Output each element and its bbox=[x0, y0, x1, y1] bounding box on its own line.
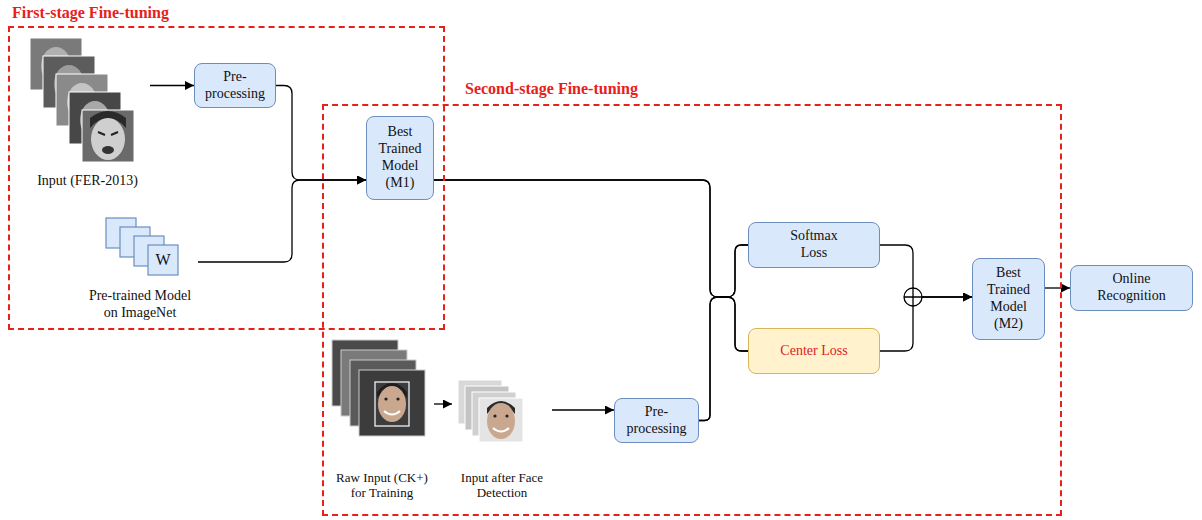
process-box: Softmax Loss bbox=[748, 222, 880, 268]
box-label: Softmax Loss bbox=[779, 228, 849, 262]
ck-image-stack bbox=[332, 340, 425, 436]
box-label: Pre-processing bbox=[620, 404, 694, 438]
image-caption: Input after Face Detection bbox=[458, 470, 546, 501]
connector bbox=[1045, 287, 1070, 288]
connector bbox=[880, 245, 972, 297]
box-text-holder: Best Trained Model (M1) bbox=[372, 124, 428, 191]
image-node: Raw Input (CK+) for Training bbox=[330, 336, 434, 501]
process-box: Best Trained Model (M2) bbox=[972, 258, 1045, 340]
face-image bbox=[82, 110, 134, 162]
weight-symbol: W bbox=[148, 245, 178, 275]
stage-region: Second-stage Fine-tuningBest Trained Mod… bbox=[322, 104, 1062, 516]
raw-image bbox=[359, 370, 425, 436]
sum-symbol bbox=[904, 288, 922, 306]
box-label: Best Trained Model (M2) bbox=[981, 265, 1037, 332]
connector bbox=[434, 403, 452, 404]
image-caption: Input (FER-2013) bbox=[37, 173, 138, 190]
eye bbox=[396, 397, 399, 400]
connector bbox=[434, 180, 748, 351]
eye bbox=[505, 414, 508, 417]
process-box: Pre-processing bbox=[614, 398, 699, 443]
box-text-holder: Best Trained Model (M2) bbox=[981, 265, 1037, 332]
connector bbox=[434, 180, 748, 297]
box-label: Best Trained Model (M1) bbox=[372, 124, 428, 191]
image-node: Input (FER-2013) bbox=[25, 32, 150, 190]
connector bbox=[552, 409, 614, 410]
box-label: Pre-processing bbox=[199, 69, 271, 103]
face-crop bbox=[479, 398, 523, 442]
fer-image-stack bbox=[30, 38, 134, 162]
eyes bbox=[98, 132, 118, 135]
region-title: First-stage Fine-tuning bbox=[12, 4, 169, 22]
connector bbox=[880, 297, 972, 351]
detected-face-stack bbox=[458, 380, 523, 442]
connector bbox=[150, 85, 194, 86]
connector bbox=[198, 180, 366, 262]
weights-stack bbox=[106, 218, 178, 275]
eye bbox=[493, 414, 496, 417]
weights-node: W Pre-trained Model on ImageNet bbox=[82, 214, 198, 322]
region-title: Second-stage Fine-tuning bbox=[465, 80, 638, 98]
box-text-holder: Pre-processing bbox=[199, 69, 271, 103]
face-shape bbox=[378, 386, 406, 422]
smile bbox=[493, 428, 509, 432]
face-shape bbox=[91, 118, 125, 160]
box-label: Online Recognition bbox=[1087, 271, 1177, 305]
sum-plus bbox=[904, 288, 922, 306]
image-caption: Raw Input (CK+) for Training bbox=[331, 470, 433, 501]
process-box: Pre-processing bbox=[194, 63, 276, 108]
box-text-holder: Softmax Loss bbox=[779, 228, 849, 262]
box-label: Center Loss bbox=[780, 343, 847, 360]
smile bbox=[384, 411, 400, 415]
weight-sheet bbox=[148, 245, 178, 275]
sum-circle bbox=[904, 288, 922, 306]
connector bbox=[276, 86, 366, 181]
image-node: Input after Face Detection bbox=[452, 376, 552, 501]
box-text-holder: Online Recognition bbox=[1087, 271, 1177, 305]
process-box: Center Loss bbox=[748, 328, 880, 374]
mouth bbox=[102, 146, 114, 154]
connector bbox=[699, 297, 748, 421]
face-detection-box bbox=[375, 382, 409, 426]
box-text-holder: Pre-processing bbox=[620, 404, 694, 438]
face-shape bbox=[487, 403, 515, 439]
connector bbox=[699, 245, 748, 421]
box-text-holder: Center Loss bbox=[780, 343, 847, 360]
process-box: Online Recognition bbox=[1070, 265, 1193, 311]
eye bbox=[384, 397, 387, 400]
process-box: Best Trained Model (M1) bbox=[366, 116, 434, 200]
image-caption: Pre-trained Model on ImageNet bbox=[84, 288, 196, 322]
